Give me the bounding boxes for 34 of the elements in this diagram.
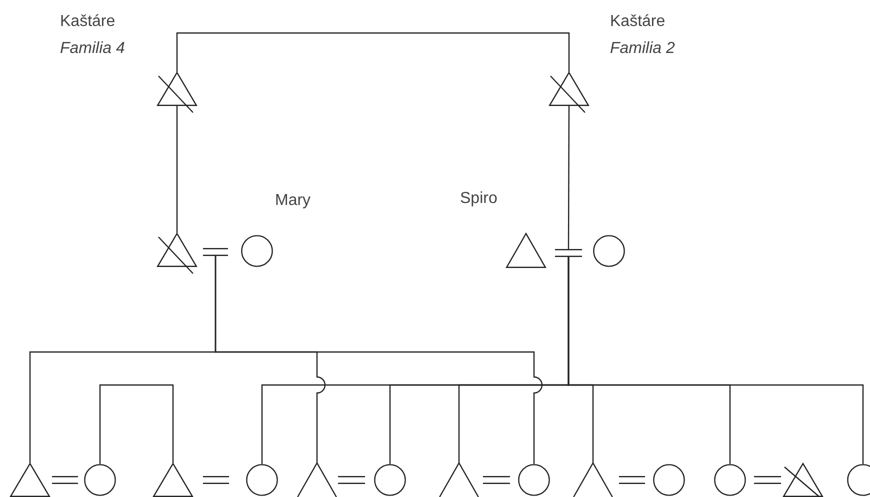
name-label: Kaštáre xyxy=(60,12,116,32)
marriage-sign xyxy=(619,476,645,484)
name-label: Spiro xyxy=(460,189,498,209)
marriage-sign xyxy=(203,476,229,484)
kinship-line xyxy=(568,257,864,464)
female-circle xyxy=(246,464,278,496)
female-circle xyxy=(518,464,550,496)
family-label: Familia 2 xyxy=(610,39,675,59)
marriage-sign xyxy=(52,476,78,484)
name-label: Mary xyxy=(275,191,311,211)
marriage-sign xyxy=(203,248,228,256)
chevron-symbol xyxy=(573,463,613,497)
family-label: Familia 4 xyxy=(60,39,125,59)
marriage-sign xyxy=(555,249,582,257)
female-circle xyxy=(374,464,406,496)
male-triangle xyxy=(783,463,823,497)
female-circle xyxy=(84,464,116,496)
marriage-sign xyxy=(483,476,510,484)
male-triangle xyxy=(157,233,197,274)
kinship-line xyxy=(214,256,542,464)
name-label: Kaštáre xyxy=(610,12,666,32)
male-triangle xyxy=(10,463,50,497)
kinship-line xyxy=(176,32,570,72)
female-circle xyxy=(653,464,685,496)
marriage-sign xyxy=(754,476,781,484)
male-triangle xyxy=(153,463,193,497)
kinship-line xyxy=(568,106,570,249)
chevron-symbol xyxy=(297,463,337,497)
kinship-line xyxy=(176,106,178,233)
female-circle xyxy=(714,464,746,496)
marriage-sign xyxy=(338,476,365,484)
chevron-symbol xyxy=(439,463,479,497)
kinship-line xyxy=(99,384,174,464)
female-circle xyxy=(593,235,625,267)
